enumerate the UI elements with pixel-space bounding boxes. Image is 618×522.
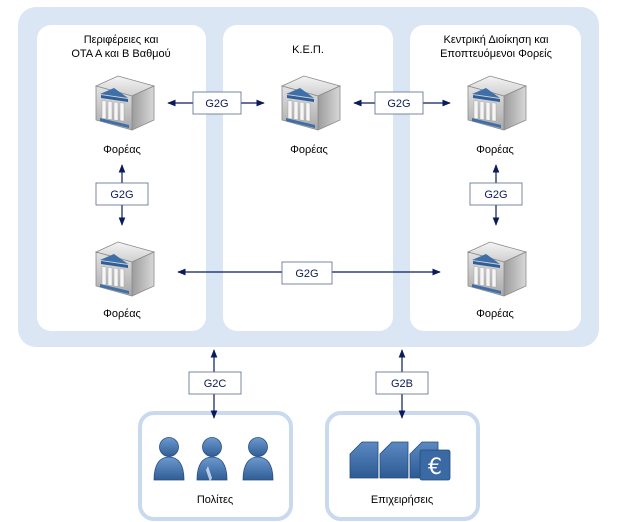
link-label-bottom-horizontal: G2G bbox=[295, 268, 318, 280]
link-label-left-vertical: G2G bbox=[110, 189, 133, 201]
link-box-bottom-horizontal bbox=[281, 261, 333, 285]
server-left-top-icon bbox=[95, 75, 155, 131]
group-citizens-label: Πολίτες bbox=[197, 494, 233, 506]
link-box-business bbox=[375, 371, 429, 395]
node-right-bottom-label: Φορέας bbox=[476, 308, 514, 320]
link-box-right-vertical bbox=[469, 182, 523, 206]
link-label-right-vertical: G2G bbox=[484, 189, 507, 201]
server-right-top-icon bbox=[467, 75, 527, 131]
link-label-citizens: G2C bbox=[204, 378, 227, 390]
euro-card-icon bbox=[419, 449, 451, 481]
panel-kep bbox=[223, 25, 393, 331]
node-left-bottom-label: Φορέας bbox=[103, 308, 141, 320]
euro-icon: € bbox=[428, 455, 442, 480]
server-center-icon bbox=[281, 75, 341, 131]
panel-central-title-2: Εποπτευόμενοι Φορείς bbox=[440, 48, 552, 60]
person-detail-icon bbox=[206, 466, 212, 482]
server-left-bottom-icon bbox=[95, 241, 155, 297]
link-label-left-center: G2G bbox=[205, 98, 228, 110]
node-left-top-label: Φορέας bbox=[103, 144, 141, 156]
link-box-left-vertical bbox=[95, 182, 149, 206]
panel-central-title-1: Κεντρική Διοίκηση και bbox=[444, 34, 550, 46]
panel-regions-title-1: Περιφέρειες και bbox=[84, 34, 159, 46]
panel-regions-title-2: ΟΤΑ Α και Β Βαθμού bbox=[71, 48, 170, 60]
link-box-citizens bbox=[188, 371, 242, 395]
panel-kep-title: Κ.Ε.Π. bbox=[292, 44, 324, 56]
link-box-left-center bbox=[192, 91, 242, 115]
link-label-business: G2B bbox=[391, 378, 413, 390]
group-business-label: Επιχειρήσεις bbox=[371, 494, 433, 506]
link-box-center-right bbox=[374, 91, 424, 115]
node-right-top-label: Φορέας bbox=[476, 144, 514, 156]
link-label-center-right: G2G bbox=[387, 98, 410, 110]
node-center-label: Φορέας bbox=[290, 144, 328, 156]
server-right-bottom-icon bbox=[467, 241, 527, 297]
